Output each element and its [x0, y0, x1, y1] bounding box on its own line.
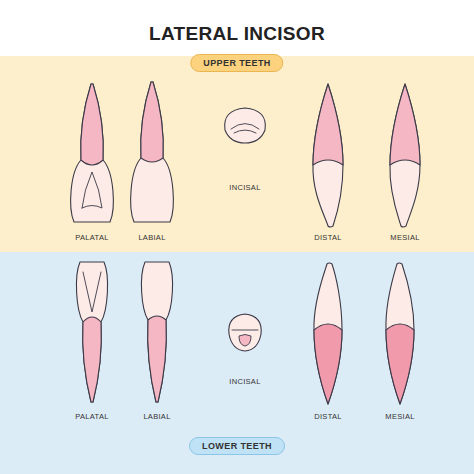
tooth-outline [386, 263, 414, 404]
tooth-outline [131, 82, 174, 222]
upper-band [0, 56, 474, 252]
view-label: LABIAL [143, 412, 170, 421]
tooth-root [141, 82, 164, 162]
tooth-root [390, 84, 420, 165]
view-label: DISTAL [314, 412, 342, 421]
view-label: DISTAL [314, 233, 342, 242]
tooth-outline [390, 84, 420, 227]
incisal-edge-line [231, 124, 259, 130]
view-label: LABIAL [138, 233, 165, 242]
tooth-root [81, 84, 104, 165]
section-label: UPPER TEETH [203, 58, 270, 68]
incisal-edge-line [232, 330, 258, 331]
view-label: PALATAL [75, 412, 108, 421]
tooth-outline [141, 262, 172, 402]
cingulum-shape [239, 335, 251, 347]
diagram-title: LATERAL INCISOR [149, 23, 325, 45]
incisal-edge-line [234, 130, 256, 133]
incisal-outline [229, 314, 261, 351]
tooth-outline [76, 262, 107, 402]
tooth-root [83, 317, 102, 402]
lingual-fossa-line [83, 272, 101, 312]
cingulum-line [82, 172, 102, 208]
view-label: INCISAL [229, 183, 260, 192]
lower-band [0, 252, 474, 474]
section-pill: LOWER TEETH [189, 437, 285, 455]
view-label: MESIAL [390, 233, 419, 242]
tooth-outline [313, 84, 343, 227]
tooth-root [314, 324, 342, 404]
tooth-outline [314, 263, 342, 404]
section-label: LOWER TEETH [202, 441, 272, 451]
tooth-root [386, 324, 414, 404]
tooth-root [148, 316, 167, 402]
incisal-outline [225, 108, 266, 143]
tooth-outline [71, 84, 114, 222]
view-label: MESIAL [385, 412, 414, 421]
view-label: INCISAL [229, 377, 260, 386]
section-pill: UPPER TEETH [190, 54, 283, 72]
view-label: PALATAL [75, 233, 108, 242]
tooth-root [313, 84, 343, 165]
